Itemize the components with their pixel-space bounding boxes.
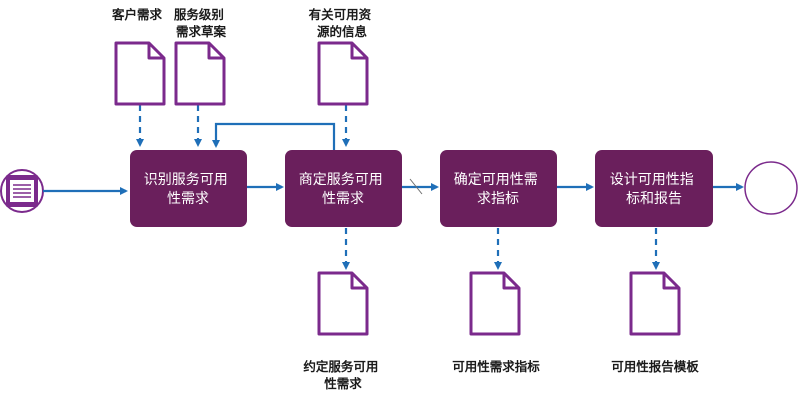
flow-loop-negotiate-to-identify: [212, 122, 336, 150]
document-icon: [114, 41, 166, 106]
start-event[interactable]: [0, 169, 44, 213]
svg-text:识别服务可用 性需求: 识别服务可用 性需求: [144, 172, 232, 207]
label-service-level-draft: 服务级别 需求草案: [174, 7, 228, 39]
label-metrics: 可用性需求指标: [452, 359, 540, 374]
label-customer-needs: 客户需求: [111, 7, 163, 22]
label-report-template: 可用性报告模板: [611, 359, 699, 374]
process-identify[interactable]: 识别服务可用 性需求: [130, 150, 247, 227]
document-icon: [174, 41, 226, 106]
sequence-flows: [43, 122, 744, 195]
message-start-icon: [6, 175, 38, 207]
label-availability-info: 有关可用资 源的信息: [309, 7, 376, 39]
end-event-icon[interactable]: [744, 161, 798, 215]
document-icon: [469, 271, 521, 336]
flow-break-mark: [409, 178, 423, 195]
doc-report-template[interactable]: [629, 271, 681, 336]
svg-text:商定服务可用 性需求: 商定服务可用 性需求: [299, 172, 387, 207]
label-agreed-requirements: 约定服务可用 性需求: [303, 359, 382, 391]
document-icon: [317, 41, 369, 106]
process-define[interactable]: 确定可用性需 求指标: [440, 150, 557, 227]
associations: [136, 105, 660, 270]
svg-text:设计可用性指 标和报告: 设计可用性指 标和报告: [610, 172, 698, 207]
doc-customer-needs[interactable]: [114, 41, 166, 106]
doc-availability-info[interactable]: [317, 41, 369, 106]
process-negotiate[interactable]: 商定服务可用 性需求: [285, 150, 402, 227]
svg-text:确定可用性需 求指标: 确定可用性需 求指标: [454, 172, 542, 207]
doc-metrics[interactable]: [469, 271, 521, 336]
document-icon: [317, 271, 369, 336]
process-design[interactable]: 设计可用性指 标和报告: [595, 150, 713, 227]
doc-agreed-requirements[interactable]: [317, 271, 369, 336]
document-icon: [629, 271, 681, 336]
doc-service-level-draft[interactable]: [174, 41, 226, 106]
